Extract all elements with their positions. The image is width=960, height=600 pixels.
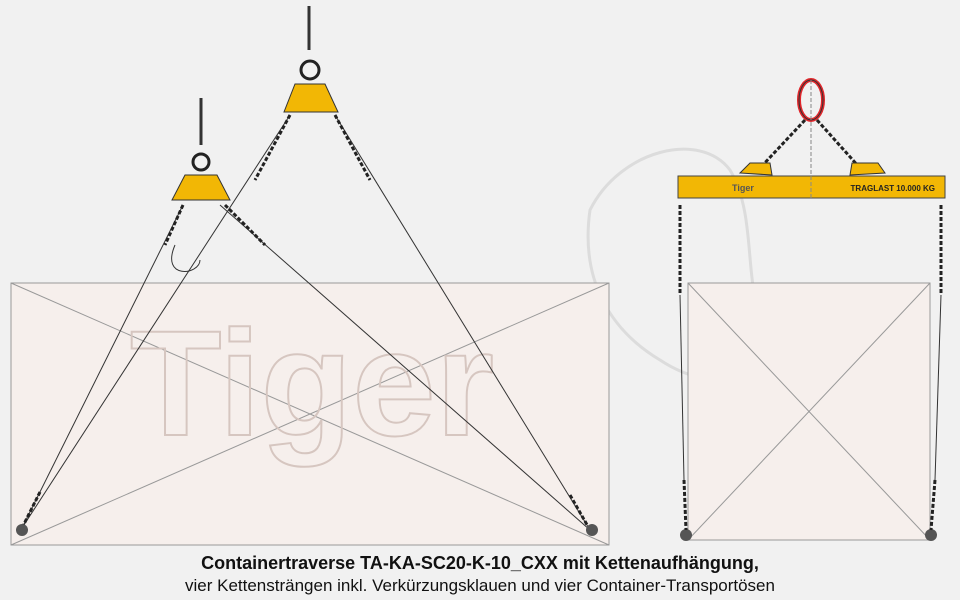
container-lugs xyxy=(16,524,937,541)
container-end-view xyxy=(687,282,931,541)
caption-title: Containertraverse TA-KA-SC20-K-10_CXX mi… xyxy=(201,553,759,573)
watermark-text: Tiger xyxy=(130,299,494,467)
caption-subtitle: vier Kettensträngen inkl. Verkürzungskla… xyxy=(185,576,775,595)
beam-capacity-label: TRAGLAST 10.000 KG xyxy=(851,184,935,193)
small-spreader xyxy=(171,98,231,201)
beam-brand: Tiger xyxy=(732,183,754,193)
chain-slings-left xyxy=(20,114,592,531)
container-side-view xyxy=(10,282,610,546)
traverse-beam: Tiger TRAGLAST 10.000 KG xyxy=(677,78,946,531)
large-spreader xyxy=(283,6,339,113)
